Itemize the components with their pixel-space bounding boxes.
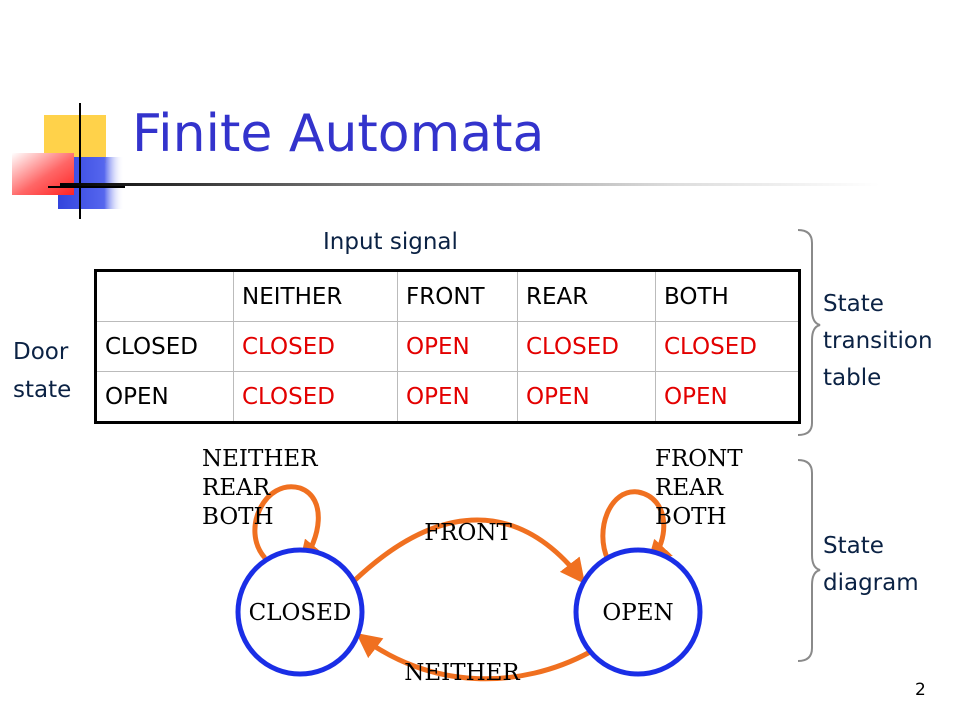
- title-underline: [60, 183, 880, 186]
- sd-line-2: diagram: [823, 570, 919, 596]
- slide-logo-decoration: [12, 103, 125, 219]
- closed-loop-label-2: REAR: [202, 475, 271, 501]
- cell-open-rear: OPEN: [517, 371, 656, 423]
- closed-self-loop-arrow: [252, 484, 325, 566]
- table-header-row: NEITHER FRONT REAR BOTH: [95, 270, 800, 322]
- door-state-line-2: state: [13, 377, 72, 403]
- closed-to-open-arrow: [353, 517, 586, 584]
- cell-open-neither: CLOSED: [233, 371, 398, 423]
- right-braces: [797, 229, 821, 662]
- closed-to-open-label: FRONT: [424, 520, 512, 546]
- state-transition-table: NEITHER FRONT REAR BOTH CLOSED CLOSED OP…: [94, 269, 801, 424]
- open-self-loop-arrow: [600, 489, 673, 566]
- table-row-open: OPEN CLOSED OPEN OPEN OPEN: [95, 371, 800, 423]
- column-header-both: BOTH: [655, 270, 800, 322]
- state-diagram: CLOSED OPEN NEITHER REAR BOTH FRONT REAR…: [202, 446, 743, 686]
- open-to-closed-label: NEITHER: [404, 660, 520, 686]
- closed-loop-label-3: BOTH: [202, 504, 274, 530]
- cell-closed-rear: CLOSED: [517, 321, 656, 372]
- page-number: 2: [915, 680, 926, 700]
- cell-closed-neither: CLOSED: [233, 321, 398, 372]
- logo-red-block: [12, 153, 74, 195]
- closed-loop-label-1: NEITHER: [202, 446, 318, 472]
- stt-line-1: State: [823, 291, 884, 317]
- row-header-open: OPEN: [95, 371, 234, 423]
- stt-line-2: transition: [823, 328, 933, 354]
- cell-open-front: OPEN: [397, 371, 518, 423]
- row-header-closed: CLOSED: [95, 321, 234, 372]
- state-diagram-label: State diagram: [823, 528, 919, 602]
- column-header-front: FRONT: [397, 270, 518, 322]
- open-loop-label-1: FRONT: [655, 446, 743, 472]
- column-header-rear: REAR: [517, 270, 656, 322]
- cell-closed-both: CLOSED: [655, 321, 800, 372]
- table-corner-cell: [95, 270, 234, 322]
- open-to-closed-arrow: [356, 632, 592, 682]
- input-signal-label: Input signal: [323, 229, 458, 255]
- closed-state-label: CLOSED: [249, 600, 352, 626]
- brace-state-diagram: [797, 459, 821, 662]
- state-transition-table-label: State transition table: [823, 286, 933, 397]
- cell-open-both: OPEN: [655, 371, 800, 423]
- door-state-line-1: Door: [13, 339, 69, 365]
- slide-title: Finite Automata: [132, 104, 545, 164]
- open-state-label: OPEN: [602, 600, 673, 626]
- door-state-label: Door state: [13, 333, 71, 409]
- column-header-neither: NEITHER: [233, 270, 398, 322]
- cell-closed-front: OPEN: [397, 321, 518, 372]
- table-row-closed: CLOSED CLOSED OPEN CLOSED CLOSED: [95, 321, 800, 372]
- closed-state-circle: [235, 547, 365, 677]
- brace-transition-table: [797, 229, 821, 436]
- open-loop-label-3: BOTH: [655, 504, 727, 530]
- open-loop-label-2: REAR: [655, 475, 724, 501]
- stt-line-3: table: [823, 365, 882, 391]
- sd-line-1: State: [823, 533, 884, 559]
- open-state-circle: [573, 547, 703, 677]
